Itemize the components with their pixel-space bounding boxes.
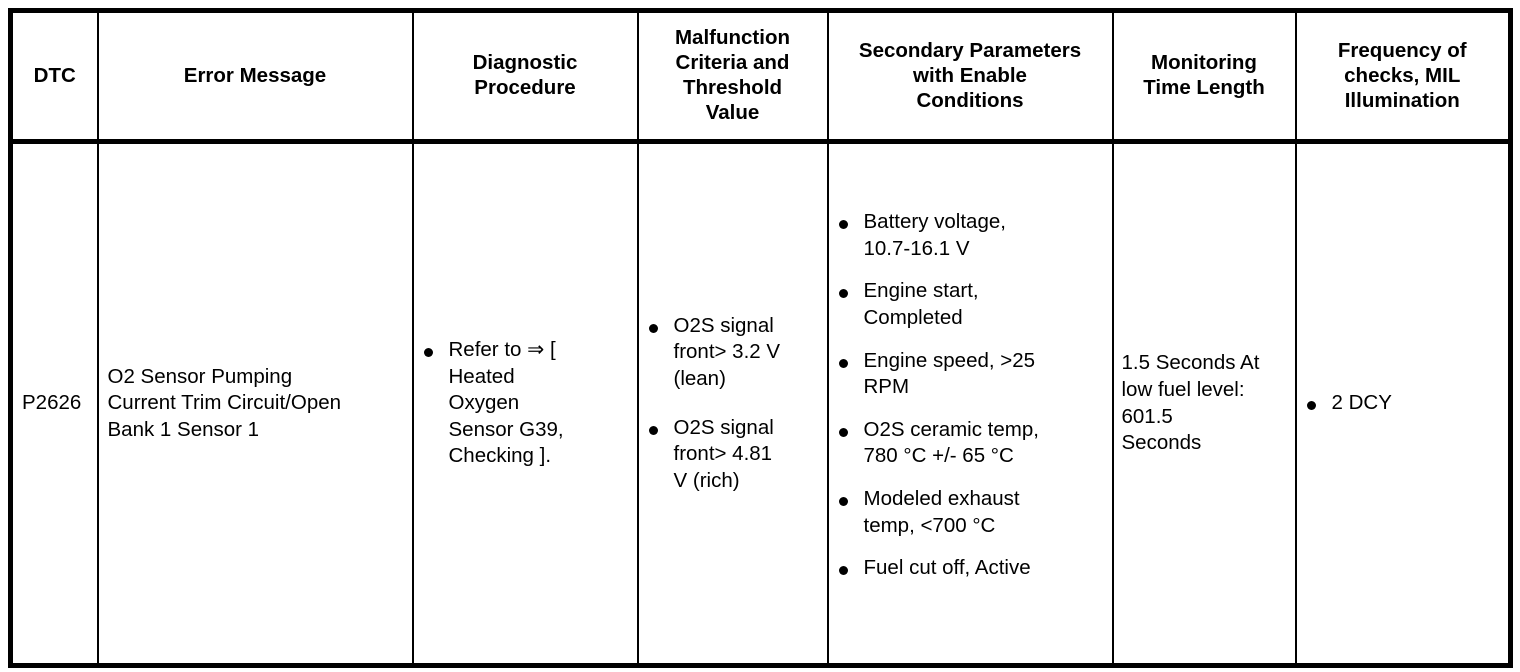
column-header-monitoring-time-length-label: Monitoring Time Length <box>1143 51 1265 99</box>
list-item: Fuel cut off, Active <box>837 555 1106 582</box>
bullet-icon <box>648 425 658 435</box>
malfunction-criteria-list: O2S signal front> 3.2 V (lean) O2S signa… <box>647 313 821 495</box>
list-item-label: Modeled exhaust temp, <700 °C <box>863 487 1020 537</box>
column-header-diagnostic-procedure: Diagnostic Procedure <box>411 10 639 144</box>
diagnostic-procedure-list: Refer to ⇒ [ Heated Oxygen Sensor G39, C… <box>422 337 631 470</box>
column-header-error-message: Error Message <box>96 10 414 144</box>
cell-secondary-parameters: Battery voltage, 10.7-16.1 V Engine star… <box>826 141 1114 666</box>
dtc-diagnostic-table: DTC Error Message Diagnostic Procedure M… <box>8 8 1513 668</box>
bullet-icon <box>423 347 433 357</box>
table-row: P2626 O2 Sensor Pumping Current Trim Cir… <box>9 141 1512 666</box>
bullet-icon <box>838 497 848 507</box>
column-header-diagnostic-procedure-label: Diagnostic Procedure <box>472 51 578 99</box>
list-item: 2 DCY <box>1305 390 1503 417</box>
list-item-label: Fuel cut off, Active <box>863 556 1031 580</box>
list-item-label: Engine start, Completed <box>863 279 979 329</box>
list-item: O2S signal front> 4.81 V (rich) <box>647 415 821 495</box>
header-row: DTC Error Message Diagnostic Procedure M… <box>9 10 1512 144</box>
table-header: DTC Error Message Diagnostic Procedure M… <box>9 10 1512 144</box>
bullet-icon <box>1306 401 1316 411</box>
list-item-label: Refer to ⇒ [ Heated Oxygen Sensor G39, C… <box>448 337 564 468</box>
frequency-of-checks-list: 2 DCY <box>1305 390 1503 417</box>
list-item: Engine start, Completed <box>837 278 1106 331</box>
dtc-code-value: P2626 <box>22 391 82 415</box>
table-body: P2626 O2 Sensor Pumping Current Trim Cir… <box>9 141 1512 666</box>
bullet-icon <box>838 220 848 230</box>
error-message-value: O2 Sensor Pumping Current Trim Circuit/O… <box>107 364 342 441</box>
column-header-malfunction-criteria-label: Malfunction Criteria and Threshold Value <box>674 26 790 124</box>
list-item-label: 2 DCY <box>1331 391 1392 415</box>
list-item-label: Engine speed, >25 RPM <box>863 348 1036 399</box>
column-header-secondary-parameters-label: Secondary Parameters with Enable Conditi… <box>858 38 1082 112</box>
column-header-frequency-of-checks: Frequency of checks, MIL Illumination <box>1294 10 1512 144</box>
secondary-parameters-list: Battery voltage, 10.7-16.1 V Engine star… <box>837 209 1106 582</box>
column-header-malfunction-criteria: Malfunction Criteria and Threshold Value <box>636 10 829 144</box>
secondary-parameters-content: Battery voltage, 10.7-16.1 V Engine star… <box>829 203 1112 604</box>
bullet-icon <box>838 427 848 437</box>
column-header-error-message-label: Error Message <box>183 63 327 87</box>
list-item: Refer to ⇒ [ Heated Oxygen Sensor G39, C… <box>422 337 631 470</box>
frequency-of-checks-content: 2 DCY <box>1297 384 1509 423</box>
cell-monitoring-time-length: 1.5 Seconds At low fuel level: 601.5 Sec… <box>1111 141 1297 666</box>
list-item-label: O2S signal front> 4.81 V (rich) <box>673 415 774 492</box>
list-item-label: Battery voltage, 10.7-16.1 V <box>863 209 1006 260</box>
malfunction-criteria-content: O2S signal front> 3.2 V (lean) O2S signa… <box>639 307 827 501</box>
list-item-label: O2S ceramic temp, 780 °C +/- 65 °C <box>863 417 1039 468</box>
bullet-icon <box>838 358 848 368</box>
cell-dtc: P2626 <box>9 141 99 666</box>
column-header-dtc-label: DTC <box>33 63 76 87</box>
column-header-frequency-of-checks-label: Frequency of checks, MIL Illumination <box>1337 38 1467 112</box>
diagnostic-procedure-content: Refer to ⇒ [ Heated Oxygen Sensor G39, C… <box>414 331 637 476</box>
column-header-secondary-parameters: Secondary Parameters with Enable Conditi… <box>826 10 1114 144</box>
cell-error-message: O2 Sensor Pumping Current Trim Circuit/O… <box>96 141 414 666</box>
cell-diagnostic-procedure: Refer to ⇒ [ Heated Oxygen Sensor G39, C… <box>411 141 639 666</box>
list-item: O2S signal front> 3.2 V (lean) <box>647 313 821 393</box>
list-item: Engine speed, >25 RPM <box>837 348 1106 401</box>
column-header-dtc: DTC <box>9 10 99 144</box>
column-header-monitoring-time-length: Monitoring Time Length <box>1111 10 1297 144</box>
bullet-icon <box>648 323 658 333</box>
list-item: Modeled exhaust temp, <700 °C <box>837 486 1106 539</box>
bullet-icon <box>838 566 848 576</box>
cell-malfunction-criteria: O2S signal front> 3.2 V (lean) O2S signa… <box>636 141 829 666</box>
monitoring-time-length-value: 1.5 Seconds At low fuel level: 601.5 Sec… <box>1121 351 1260 455</box>
bullet-icon <box>838 289 848 299</box>
list-item-label: O2S signal front> 3.2 V (lean) <box>673 313 781 390</box>
cell-frequency-of-checks: 2 DCY <box>1294 141 1512 666</box>
list-item: Battery voltage, 10.7-16.1 V <box>837 209 1106 262</box>
list-item: O2S ceramic temp, 780 °C +/- 65 °C <box>837 417 1106 470</box>
